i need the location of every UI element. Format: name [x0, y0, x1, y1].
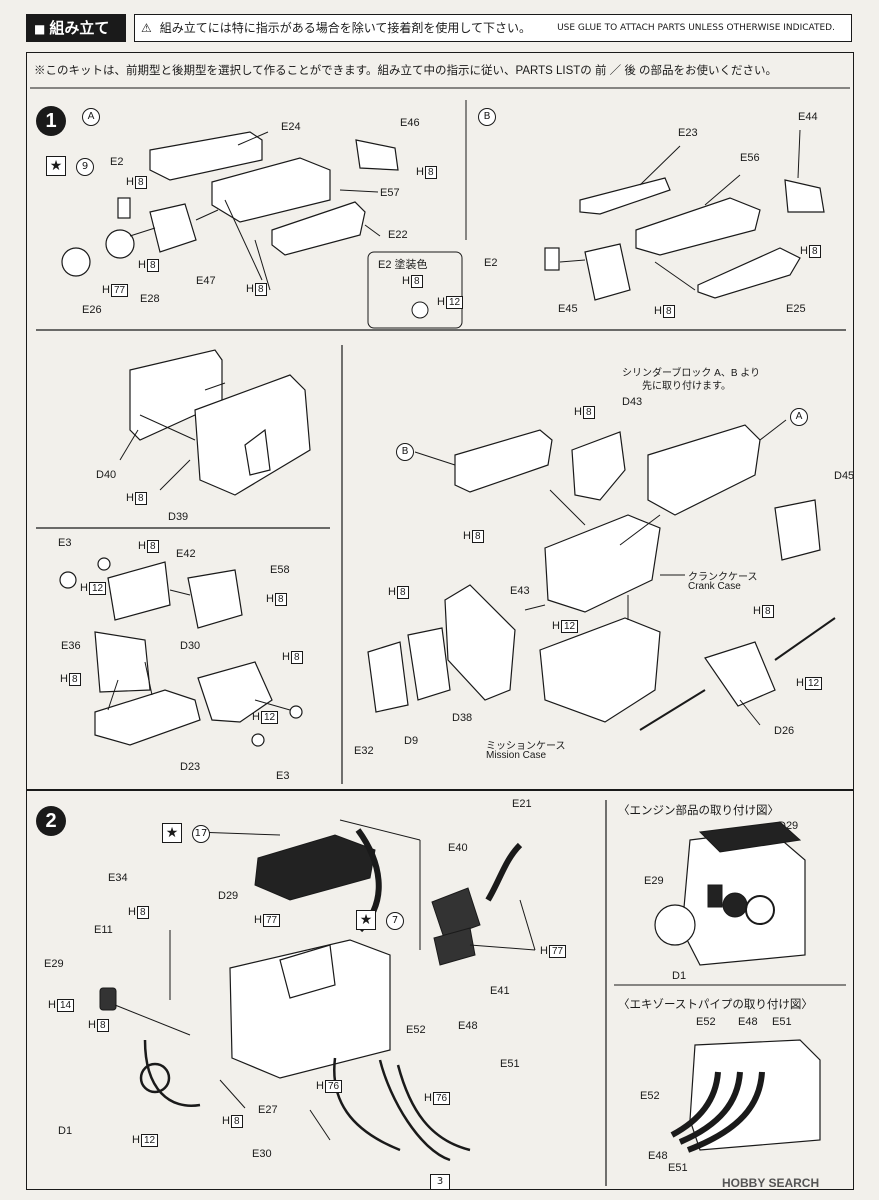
part-d43: D43 — [622, 396, 643, 408]
exhaust-fit-e51: E51 — [772, 1016, 792, 1028]
part-d23: D23 — [180, 761, 201, 773]
part-d38: D38 — [452, 712, 473, 724]
cylinder-note-1: シリンダーブロック A、B より — [622, 368, 761, 379]
step1-frame — [26, 52, 854, 790]
part-e29: E29 — [44, 958, 64, 970]
part-e51: E51 — [500, 1058, 520, 1070]
part-e32: E32 — [354, 745, 374, 757]
part-d30: D30 — [180, 640, 201, 652]
part-e47: E47 — [196, 275, 216, 287]
fit-part-d1: D1 — [672, 970, 687, 982]
decal-star-icon: ★ — [46, 156, 66, 176]
intro-note: ※このキットは、前期型と後期型を選択して作ることができます。組み立て中の指示に従… — [34, 65, 778, 77]
step-2-number: 2 — [36, 806, 66, 836]
part-e24: E24 — [281, 121, 301, 133]
decal-star-icon-17: ★ — [162, 823, 182, 843]
part-d40: D40 — [96, 469, 117, 481]
part-e45: E45 — [558, 303, 578, 315]
part-e43: E43 — [510, 585, 530, 597]
part-d45: D45 — [834, 470, 855, 482]
part-e3-b: E3 — [276, 770, 290, 782]
crank-case-jp: クランクケース — [688, 572, 758, 583]
warning-icon: ⚠ — [141, 21, 152, 35]
exhaust-fit-e51-b: E51 — [668, 1162, 688, 1174]
exhaust-fit-e48-b: E48 — [648, 1150, 668, 1162]
engine-fit-title: 〈エンジン部品の取り付け図〉 — [618, 805, 779, 817]
decal-7: 7 — [386, 912, 404, 930]
exhaust-fit-title: 〈エキゾーストパイプの取り付け図〉 — [618, 999, 813, 1011]
part-e36: E36 — [61, 640, 81, 652]
fit-part-e29: E29 — [644, 875, 664, 887]
part-e58: E58 — [270, 564, 290, 576]
part-d39: D39 — [168, 511, 189, 523]
part-e2: E2 — [110, 156, 124, 168]
part-e25: E25 — [786, 303, 806, 315]
part-d26: D26 — [774, 725, 795, 737]
part-e57: E57 — [380, 187, 400, 199]
part-e3: E3 — [58, 537, 72, 549]
part-e41: E41 — [490, 985, 510, 997]
variant-b-ref: B — [396, 443, 414, 461]
warning-en: USE GLUE TO ATTACH PARTS UNLESS OTHERWIS… — [557, 23, 835, 33]
part-d29: D29 — [218, 890, 239, 902]
variant-a-ref: A — [790, 408, 808, 426]
warning-jp: 組み立てには特に指示がある場合を除いて接着剤を使用して下さい。 — [159, 21, 532, 35]
part-e21: E21 — [512, 798, 532, 810]
part-e28: E28 — [140, 293, 160, 305]
exhaust-fit-e52: E52 — [696, 1016, 716, 1028]
exhaust-fit-e52-b: E52 — [640, 1090, 660, 1102]
part-e30: E30 — [252, 1148, 272, 1160]
decal-17: 17 — [192, 825, 210, 843]
mission-case-jp: ミッションケース — [486, 741, 566, 752]
decal-star-icon-7: ★ — [356, 910, 376, 930]
page-number: 3 — [430, 1174, 450, 1190]
section-title: 組み立て — [26, 14, 126, 42]
part-e46: E46 — [400, 117, 420, 129]
part-e2-b: E2 — [484, 257, 498, 269]
part-e27: E27 — [258, 1104, 278, 1116]
part-d9: D9 — [404, 735, 419, 747]
part-e48: E48 — [458, 1020, 478, 1032]
step-1-number: 1 — [36, 106, 66, 136]
part-e56: E56 — [740, 152, 760, 164]
exhaust-fit-e48: E48 — [738, 1016, 758, 1028]
part-e52: E52 — [406, 1024, 426, 1036]
cylinder-note-2: 先に取り付けます。 — [642, 381, 731, 392]
part-e44: E44 — [798, 111, 818, 123]
part-e26: E26 — [82, 304, 102, 316]
glue-warning: ⚠ 組み立てには特に指示がある場合を除いて接着剤を使用して下さい。 USE GL… — [134, 14, 852, 42]
part-e11: E11 — [94, 924, 113, 936]
part-e22: E22 — [388, 229, 408, 241]
decal-9: 9 — [76, 158, 94, 176]
paint-note: E2 塗装色 — [378, 259, 428, 271]
variant-b-marker: B — [478, 108, 496, 126]
crank-case-en: Crank Case — [688, 581, 741, 592]
mission-case-en: Mission Case — [486, 750, 547, 761]
part-e23: E23 — [678, 127, 698, 139]
part-e42: E42 — [176, 548, 196, 560]
part-d1: D1 — [58, 1125, 73, 1137]
part-e34: E34 — [108, 872, 128, 884]
part-e40: E40 — [448, 842, 468, 854]
watermark: HOBBY SEARCH — [722, 1176, 820, 1190]
variant-a-marker: A — [82, 108, 100, 126]
